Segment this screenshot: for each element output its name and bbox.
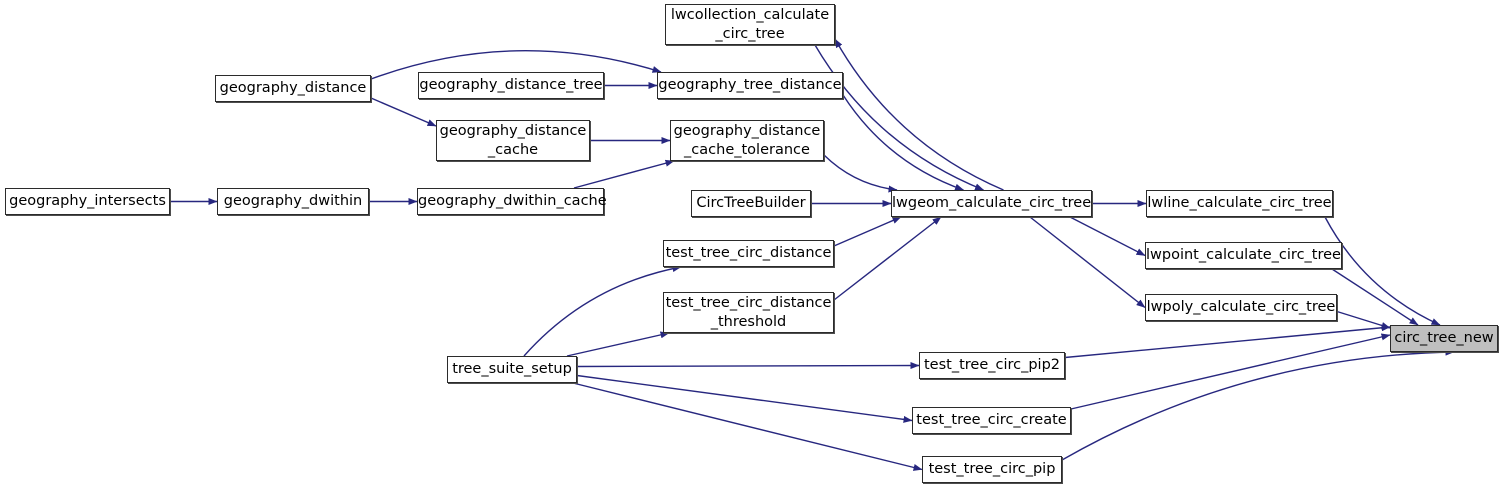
graph-node-label: CircTreeBuilder <box>696 195 806 211</box>
graph-node-label: geography_dwithin <box>223 193 363 209</box>
graph-edge-test_tree_circ_distance_threshold-to-lwgeom_calculate_circ_tree <box>833 216 942 301</box>
graph-node-label: geography_tree_distance <box>658 77 842 93</box>
graph-node-label: geography_intersects <box>9 193 166 209</box>
graph-node-label: geography_distance <box>219 80 367 96</box>
graph-node-label: geography_distance _cache <box>439 122 587 158</box>
graph-node-lwgeom_calculate_circ_tree[interactable]: lwgeom_calculate_circ_tree <box>891 190 1092 217</box>
graph-edge-lwgeom_calculate_circ_tree-to-lwpoint_calculate_circ_tree <box>1069 216 1146 257</box>
graph-edge-geography_tree_distance-to-lwgeom_calculate_circ_tree <box>842 94 964 191</box>
graph-node-circ_tree_new[interactable]: circ_tree_new <box>1390 325 1498 352</box>
graph-node-label: lwpoint_calculate_circ_tree <box>1146 247 1341 263</box>
graph-edge-test_tree_circ_pip2-to-circ_tree_new <box>1064 324 1391 359</box>
graph-node-geography_tree_distance[interactable]: geography_tree_distance <box>657 72 843 99</box>
graph-edge-test_tree_circ_distance-to-lwgeom_calculate_circ_tree <box>833 216 902 247</box>
graph-edge-geography_distance_cache_tolerance-to-lwgeom_calculate_circ_tree <box>823 154 898 193</box>
graph-node-CircTreeBuilder[interactable]: CircTreeBuilder <box>691 190 811 217</box>
graph-edge-geography_distance-to-geography_distance_cache <box>370 97 437 127</box>
graph-node-label: test_tree_circ_create <box>916 412 1067 428</box>
graph-edge-geography_dwithin_cache-to-geography_distance_cache_tolerance <box>573 159 675 189</box>
graph-edge-tree_suite_setup-to-test_tree_circ_distance <box>523 265 682 357</box>
graph-node-label: test_tree_circ_pip2 <box>923 357 1061 373</box>
graph-node-tree_suite_setup[interactable]: tree_suite_setup <box>447 356 577 383</box>
graph-node-geography_distance[interactable]: geography_distance <box>215 75 371 102</box>
graph-node-geography_dwithin_cache[interactable]: geography_dwithin_cache <box>417 188 607 215</box>
graph-node-geography_distance_cache[interactable]: geography_distance _cache <box>436 120 590 161</box>
graph-node-test_tree_circ_distance_threshold[interactable]: test_tree_circ_distance _threshold <box>663 292 834 333</box>
graph-node-label: test_tree_circ_pip <box>928 461 1056 477</box>
graph-edge-lwgeom_calculate_circ_tree-to-lwcollection_calculate_circ_tree <box>834 38 1004 191</box>
graph-node-geography_distance_cache_tolerance[interactable]: geography_distance _cache_tolerance <box>670 120 824 161</box>
graph-node-label: circ_tree_new <box>1394 330 1494 346</box>
graph-node-label: lwcollection_calculate _circ_tree <box>670 6 830 42</box>
graph-node-test_tree_circ_distance[interactable]: test_tree_circ_distance <box>663 240 834 267</box>
graph-node-label: geography_distance _cache_tolerance <box>673 122 821 158</box>
graph-node-label: geography_distance_tree <box>419 77 603 93</box>
graph-node-label: test_tree_circ_distance _threshold <box>665 294 832 330</box>
graph-node-geography_intersects[interactable]: geography_intersects <box>5 188 170 215</box>
graph-edge-lwline_calculate_circ_tree-to-circ_tree_new <box>1324 216 1441 326</box>
graph-edge-lwpoly_calculate_circ_tree-to-circ_tree_new <box>1336 310 1391 329</box>
graph-edge-lwgeom_calculate_circ_tree-to-lwpoly_calculate_circ_tree <box>1029 216 1146 309</box>
graph-node-lwpoint_calculate_circ_tree[interactable]: lwpoint_calculate_circ_tree <box>1145 242 1342 269</box>
graph-edge-tree_suite_setup-to-test_tree_circ_pip <box>572 382 923 471</box>
graph-edge-lwcollection_calculate_circ_tree-to-lwgeom_calculate_circ_tree <box>814 44 984 191</box>
graph-node-test_tree_circ_create[interactable]: test_tree_circ_create <box>912 407 1071 434</box>
graph-node-lwcollection_calculate_circ_tree[interactable]: lwcollection_calculate _circ_tree <box>665 4 835 45</box>
graph-node-label: tree_suite_setup <box>452 361 572 377</box>
graph-node-label: geography_dwithin_cache <box>418 193 607 209</box>
graph-node-lwpoly_calculate_circ_tree[interactable]: lwpoly_calculate_circ_tree <box>1145 294 1337 321</box>
graph-edge-tree_suite_setup-to-test_tree_circ_pip2 <box>576 362 920 370</box>
graph-node-label: test_tree_circ_distance <box>665 245 832 261</box>
graph-edge-lwpoint_calculate_circ_tree-to-circ_tree_new <box>1331 268 1419 326</box>
graph-node-test_tree_circ_pip[interactable]: test_tree_circ_pip <box>922 456 1062 483</box>
graph-edge-tree_suite_setup-to-test_tree_circ_distance_threshold <box>566 331 670 357</box>
graph-node-label: lwgeom_calculate_circ_tree <box>892 195 1092 211</box>
graph-node-label: lwpoly_calculate_circ_tree <box>1146 299 1336 315</box>
graph-edge-test_tree_circ_create-to-circ_tree_new <box>1070 333 1391 410</box>
graph-node-geography_dwithin[interactable]: geography_dwithin <box>217 188 369 215</box>
graph-node-geography_distance_tree[interactable]: geography_distance_tree <box>418 72 604 99</box>
graph-node-lwline_calculate_circ_tree[interactable]: lwline_calculate_circ_tree <box>1146 190 1333 217</box>
graph-edge-test_tree_circ_pip-to-circ_tree_new <box>1061 348 1455 461</box>
graph-node-label: lwline_calculate_circ_tree <box>1147 195 1332 211</box>
graph-node-test_tree_circ_pip2[interactable]: test_tree_circ_pip2 <box>919 352 1065 379</box>
graph-edge-tree_suite_setup-to-test_tree_circ_create <box>576 374 913 423</box>
